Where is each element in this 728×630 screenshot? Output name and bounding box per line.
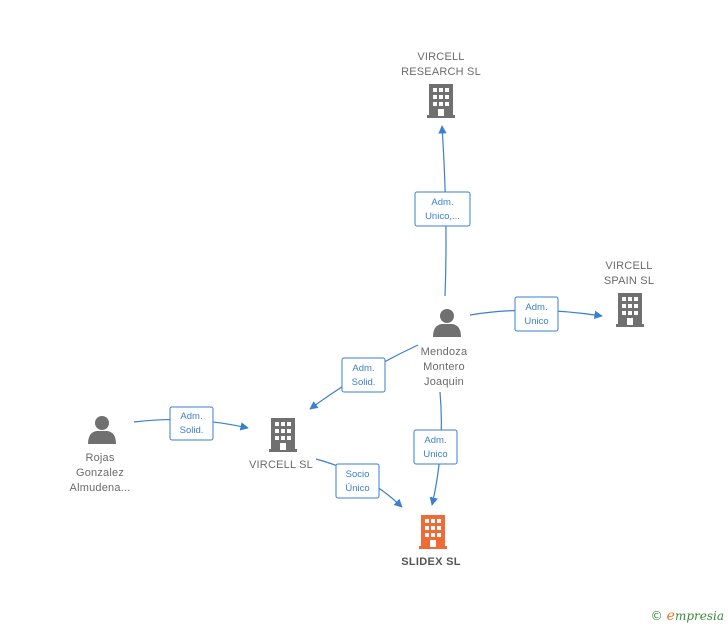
edge-label-mendoza-spain[interactable]: Adm. Unico	[514, 296, 559, 332]
edge-label-line-1: Adm.	[180, 411, 202, 422]
node-label-line-1: VIRCELL	[417, 51, 464, 63]
edge-label-line-2: Unico	[423, 449, 447, 460]
edge-label-line-2: Solid.	[352, 377, 376, 388]
person-icon	[88, 416, 116, 444]
edge-label-vircell-slidex[interactable]: Socio Único	[335, 463, 380, 499]
person-icon	[433, 309, 461, 337]
copyright-icon: ©	[650, 609, 663, 623]
edge-label-line-2: Unico,...	[425, 211, 460, 222]
node-vircell-research[interactable]: VIRCELL RESEARCH SL	[401, 51, 481, 118]
node-label-line-2: Montero	[423, 361, 465, 373]
node-label-line-1: VIRCELL	[605, 260, 652, 272]
edge-label-line-1: Adm.	[352, 363, 374, 374]
edge-label-mendoza-research[interactable]: Adm. Unico,...	[414, 191, 471, 227]
node-slidex[interactable]: SLIDEX SL	[401, 515, 461, 568]
node-label-line-1: SLIDEX SL	[401, 556, 461, 568]
node-mendoza[interactable]: Mendoza Montero Joaquin	[421, 309, 468, 388]
edge-label-line-1: Adm.	[424, 435, 446, 446]
node-label-line-3: Joaquin	[424, 376, 464, 388]
node-label-line-2: Gonzalez	[76, 467, 124, 479]
building-icon	[616, 293, 644, 327]
node-vircell-sl[interactable]: VIRCELL SL	[249, 418, 313, 471]
building-icon	[269, 418, 297, 452]
node-rojas[interactable]: Rojas Gonzalez Almudena...	[70, 416, 131, 494]
building-icon	[427, 84, 455, 118]
node-vircell-spain[interactable]: VIRCELL SPAIN SL	[604, 260, 654, 327]
edge-label-line-2: Unico	[524, 316, 548, 327]
node-label-line-2: RESEARCH SL	[401, 66, 481, 78]
edge-label-rojas-vircell[interactable]: Adm. Solid.	[169, 406, 214, 441]
edge-label-line-1: Adm.	[431, 197, 453, 208]
node-label-line-1: Mendoza	[421, 346, 468, 358]
brand-initial: e	[666, 608, 675, 624]
node-label-line-2: SPAIN SL	[604, 275, 654, 287]
brand-name: mpresia	[674, 609, 724, 623]
footer-brand: ©empresia	[651, 608, 724, 624]
edge-label-line-1: Adm.	[525, 302, 547, 313]
edge-label-line-1: Socio	[346, 469, 370, 480]
node-label-line-1: Rojas	[85, 452, 114, 464]
building-icon	[419, 515, 447, 549]
edge-label-mendoza-slidex[interactable]: Adm. Unico	[413, 429, 458, 465]
edge-label-line-2: Único	[345, 483, 369, 494]
edge-label-mendoza-vircell[interactable]: Adm. Solid.	[341, 357, 386, 393]
node-label-line-1: VIRCELL SL	[249, 459, 313, 471]
node-label-line-3: Almudena...	[70, 482, 131, 494]
edge-label-line-2: Solid.	[180, 425, 204, 436]
